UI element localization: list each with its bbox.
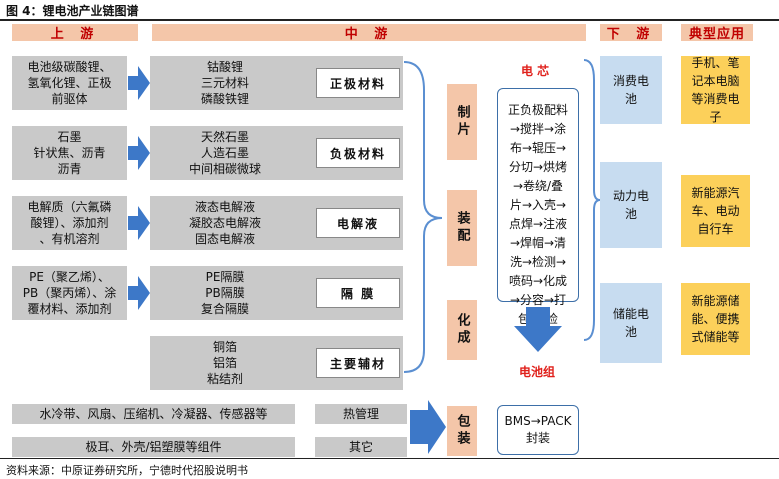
figure-title: 图 4：锂电池产业链图谱 — [6, 4, 139, 18]
downstream-brace — [583, 59, 601, 341]
flow-arrows — [128, 66, 562, 454]
arrow-cathode — [128, 66, 150, 100]
materials-electrolyte: 液态电解液 凝胶态电解液 固态电解液 — [150, 196, 300, 250]
top-rule — [0, 19, 779, 21]
upstream-anode: 石墨 针状焦、沥青 沥青 — [12, 126, 127, 180]
step-formation: 化成 — [447, 300, 477, 360]
cell-process-box: 正负极配料 →搅拌→涂 布→辊压→ 分切→烘烤 →卷绕/叠 片→入壳→ 点焊→注… — [497, 88, 579, 326]
bms-pack-box: BMS→PACK 封装 — [497, 405, 579, 455]
header-midstream: 中 游 — [152, 24, 586, 42]
component-auxiliary: 主要辅材 — [316, 348, 400, 378]
cell-label: 电 芯 — [521, 64, 550, 78]
materials-cathode: 钴酸锂 三元材料 磷酸铁锂 — [150, 56, 300, 110]
application-storage: 新能源储 能、便携 式储能等 — [681, 283, 750, 355]
bottom-rule — [0, 458, 779, 459]
materials-separator: PE隔膜 PB隔膜 复合隔膜 — [150, 266, 300, 320]
downstream-storage: 储能电 池 — [600, 283, 662, 363]
pack-label: 电池组 — [519, 365, 556, 379]
step-packaging: 包装 — [447, 406, 477, 456]
other-label: 其它 — [315, 437, 407, 457]
component-electrolyte: 电解液 — [316, 208, 400, 238]
arrow-separator — [128, 276, 150, 310]
materials-anode: 天然石墨 人造石墨 中间相碳微球 — [150, 126, 300, 180]
component-separator: 隔 膜 — [316, 278, 400, 308]
upstream-electrolyte: 电解质（六氟磷 酸锂）、添加剂 、有机溶剂 — [12, 196, 127, 250]
thermal-components: 水冷带、风扇、压缩机、冷凝器、传感器等 — [12, 404, 295, 424]
component-brace — [403, 61, 443, 373]
application-consumer: 手机、笔 记本电脑 等消费电 子 — [681, 56, 750, 124]
downstream-consumer: 消费电 池 — [600, 56, 662, 124]
downstream-power: 动力电 池 — [600, 162, 662, 248]
arrow-cell-to-pack — [514, 307, 562, 352]
step-assembly: 装配 — [447, 190, 477, 266]
component-anode: 负极材料 — [316, 138, 400, 168]
step-electrode: 制片 — [447, 84, 477, 160]
materials-auxiliary: 铜箔 铝箔 粘结剂 — [150, 336, 300, 390]
header-application: 典型应用 — [681, 24, 753, 42]
arrow-electrolyte — [128, 206, 150, 240]
arrow-anode — [128, 136, 150, 170]
application-power: 新能源汽 车、电动 自行车 — [681, 175, 750, 247]
header-upstream: 上 游 — [12, 24, 138, 42]
other-components: 极耳、外壳/铝塑膜等组件 — [12, 437, 295, 457]
component-cathode: 正极材料 — [316, 68, 400, 98]
source-note: 资料来源：中原证券研究所，宁德时代招股说明书 — [6, 464, 248, 477]
header-downstream: 下 游 — [600, 24, 662, 42]
upstream-separator: PE（聚乙烯）、 PB（聚丙烯）、涂 覆材料、添加剂 — [12, 266, 127, 320]
arrow-packaging — [410, 400, 446, 454]
upstream-cathode: 电池级碳酸锂、 氢氧化锂、正极 前驱体 — [12, 56, 127, 110]
thermal-management: 热管理 — [315, 404, 407, 424]
